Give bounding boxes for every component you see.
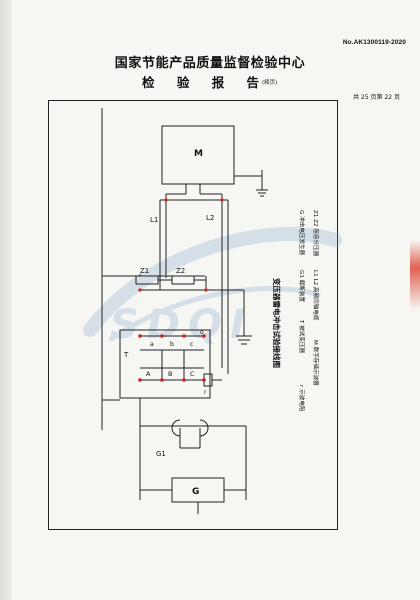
diagram-caption: 变压器雷电冲击试验接线图: [272, 278, 282, 368]
binding-edge: [0, 0, 12, 600]
report-title: 国家节能产品质量监督检验中心: [114, 56, 306, 71]
label-a-lower: a: [150, 341, 154, 348]
transformer-box: [119, 329, 211, 399]
legend-l: L1 L2 高频同轴电缆: [312, 270, 320, 321]
label-c-upper: C: [190, 370, 195, 378]
report-number: No.AK1300119-2020: [342, 39, 406, 46]
label-c-lower: c: [190, 341, 193, 348]
label-z1: Z1: [140, 267, 149, 275]
legend-g: G 冲击电压发生器: [298, 210, 306, 256]
edge-stamp: [410, 240, 420, 310]
diagram-frame: [48, 100, 338, 530]
label-g: G: [192, 487, 199, 497]
page-info: 共 25 页第 22 页: [353, 94, 400, 101]
legend-m: M 数字存储示波器: [312, 340, 320, 386]
label-m: M: [194, 149, 203, 159]
label-l2: L2: [206, 214, 214, 222]
label-l1: L1: [150, 216, 158, 224]
legend-t: T 被试变压器: [298, 319, 306, 354]
z2-divider: [171, 275, 195, 285]
z1-divider: [135, 275, 159, 285]
continued-note: (续页): [262, 80, 278, 86]
report-subtitle: 检 验 报 告: [142, 75, 269, 90]
label-g1: G1: [156, 450, 166, 458]
legend-g1: G1 截断装置: [298, 270, 306, 302]
label-o-lower: o: [200, 329, 204, 336]
label-b-lower: b: [170, 341, 174, 348]
legend-z: Z1 Z2 阻容分压器: [312, 210, 320, 257]
label-b-upper: B: [168, 370, 172, 378]
label-r-lower: r: [204, 389, 207, 396]
oscilloscope-box: [161, 125, 235, 185]
legend-r: r 示波电阻: [298, 385, 306, 412]
label-z2: Z2: [176, 267, 185, 275]
label-a-upper: A: [146, 370, 151, 378]
label-t: T: [123, 351, 129, 359]
